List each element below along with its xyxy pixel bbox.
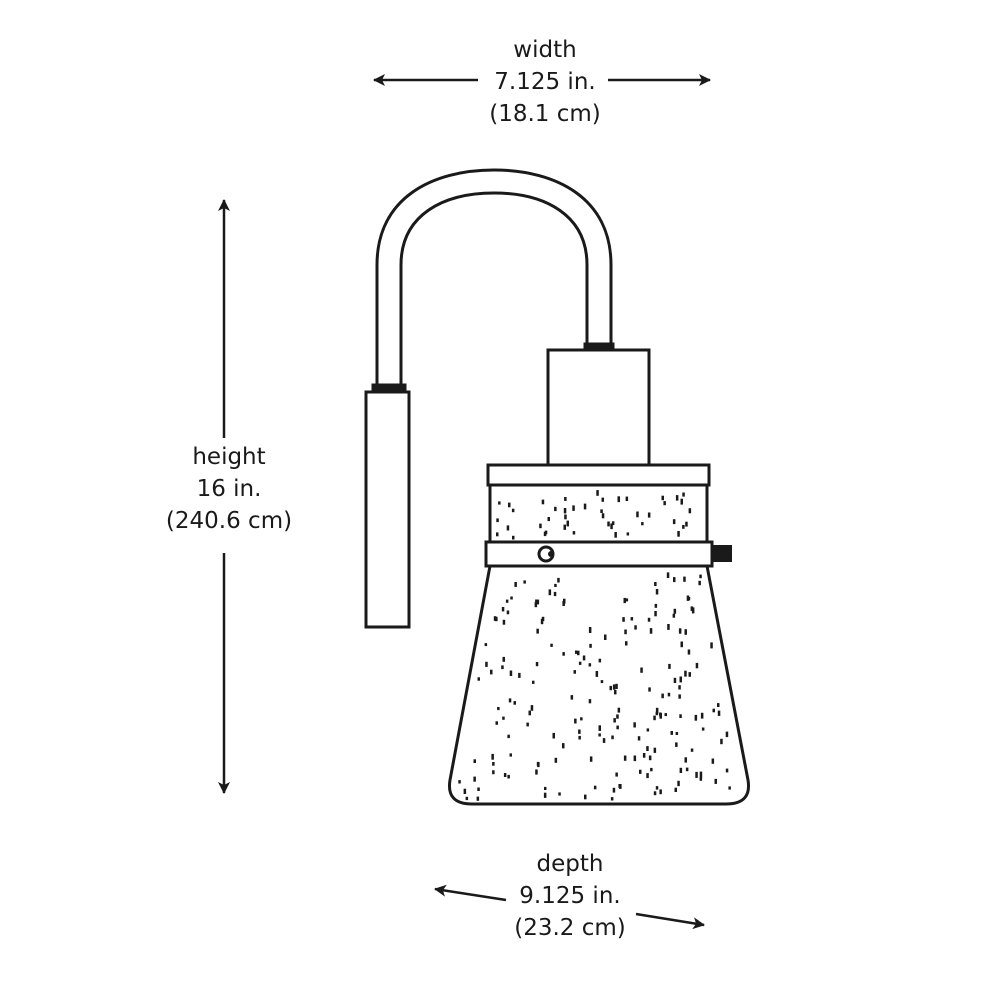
height-metric: (240.6 cm): [165, 508, 293, 534]
width-label: width 7.125 in. (18.1 cm): [445, 34, 645, 130]
depth-metric: (23.2 cm): [514, 915, 626, 941]
depth-title: depth: [536, 851, 604, 877]
width-imperial: 7.125 in.: [494, 69, 596, 95]
seeded-glass-texture: [458, 490, 731, 801]
glass-shade: [447, 564, 751, 806]
band-tab: [712, 545, 732, 562]
height-imperial: 16 in.: [196, 476, 262, 502]
depth-arrow: [434, 884, 705, 930]
top-rim: [486, 463, 711, 487]
wall-backplate: [364, 390, 411, 629]
depth-label: depth 9.125 in. (23.2 cm): [470, 848, 670, 944]
lamp-arm: [371, 168, 615, 395]
height-title: height: [192, 444, 266, 470]
socket-cap: [546, 348, 651, 468]
height-label: height 16 in. (240.6 cm): [129, 441, 329, 537]
width-title: width: [513, 37, 577, 63]
depth-imperial: 9.125 in.: [519, 883, 621, 909]
shade-band: [484, 540, 714, 568]
width-metric: (18.1 cm): [489, 101, 601, 127]
